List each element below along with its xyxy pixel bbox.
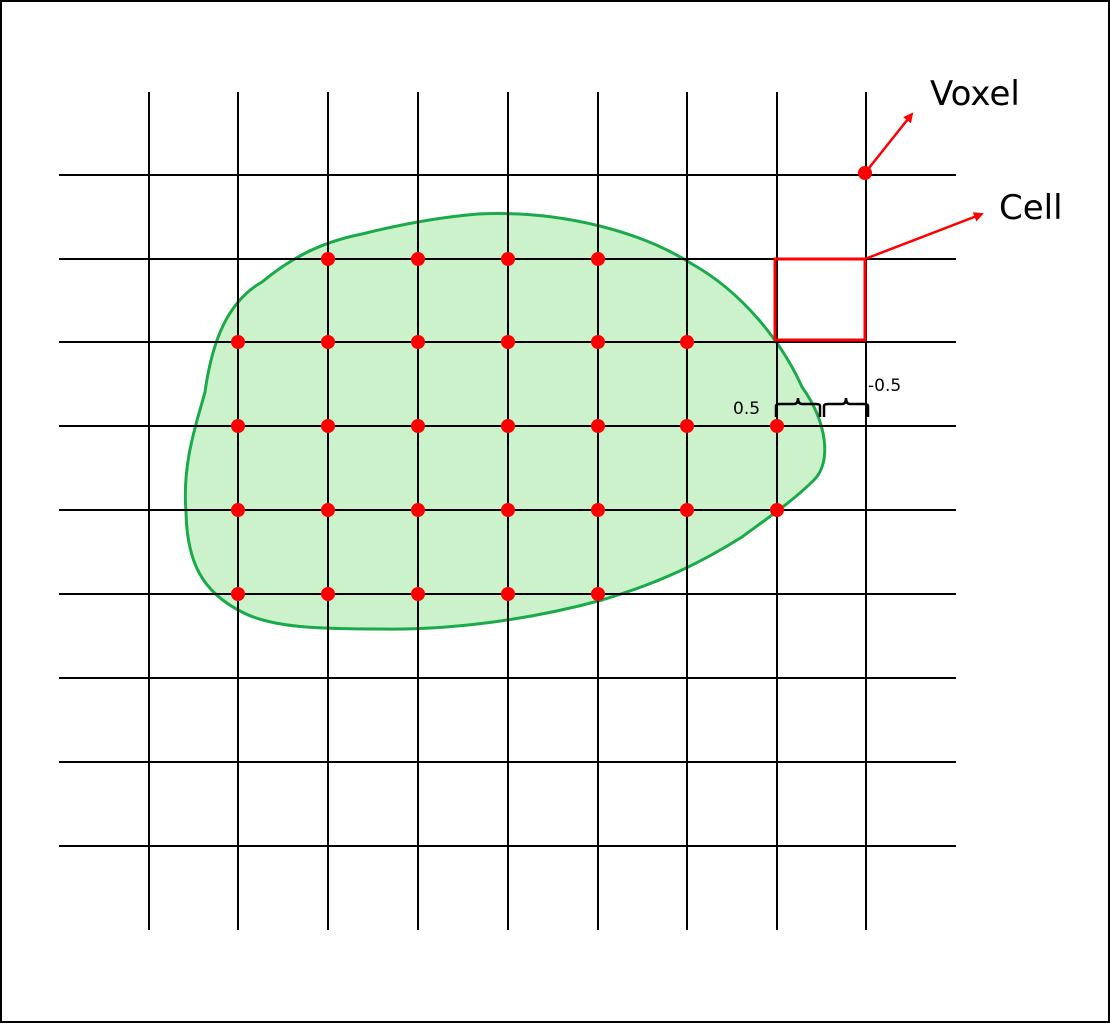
voxel-point <box>680 419 694 433</box>
voxel-point <box>411 252 425 266</box>
cell-arrow <box>864 212 984 261</box>
voxel-point <box>680 335 694 349</box>
voxel-point <box>770 503 784 517</box>
voxel-point <box>231 335 245 349</box>
voxel-point <box>591 503 605 517</box>
voxel-point <box>411 419 425 433</box>
offset-negative-label: -0.5 <box>868 376 901 396</box>
voxel-label: Voxel <box>930 74 1020 114</box>
voxel-point <box>501 587 515 601</box>
brace-negative <box>822 397 870 417</box>
voxel-point <box>321 335 335 349</box>
brace-positive <box>774 397 822 417</box>
voxel-point <box>501 335 515 349</box>
voxel-point <box>591 419 605 433</box>
voxel-point <box>770 419 784 433</box>
voxel-point <box>231 503 245 517</box>
voxel-point <box>411 587 425 601</box>
offset-positive-label: 0.5 <box>733 399 760 419</box>
voxel-point <box>411 335 425 349</box>
voxel-point <box>591 587 605 601</box>
voxel-point <box>501 419 515 433</box>
cell-label: Cell <box>999 188 1063 228</box>
voxel-point <box>591 335 605 349</box>
voxel-point <box>411 503 425 517</box>
voxel-point <box>501 252 515 266</box>
voxel-arrow <box>864 112 914 174</box>
voxel-point <box>591 252 605 266</box>
voxel-point <box>680 503 694 517</box>
cell-highlight <box>773 257 867 342</box>
voxel-point <box>231 587 245 601</box>
voxel-point <box>321 252 335 266</box>
voxel-points <box>231 252 784 601</box>
voxel-point <box>321 419 335 433</box>
voxel-point <box>501 503 515 517</box>
voxel-point <box>231 419 245 433</box>
voxel-point <box>321 587 335 601</box>
voxel-point <box>321 503 335 517</box>
